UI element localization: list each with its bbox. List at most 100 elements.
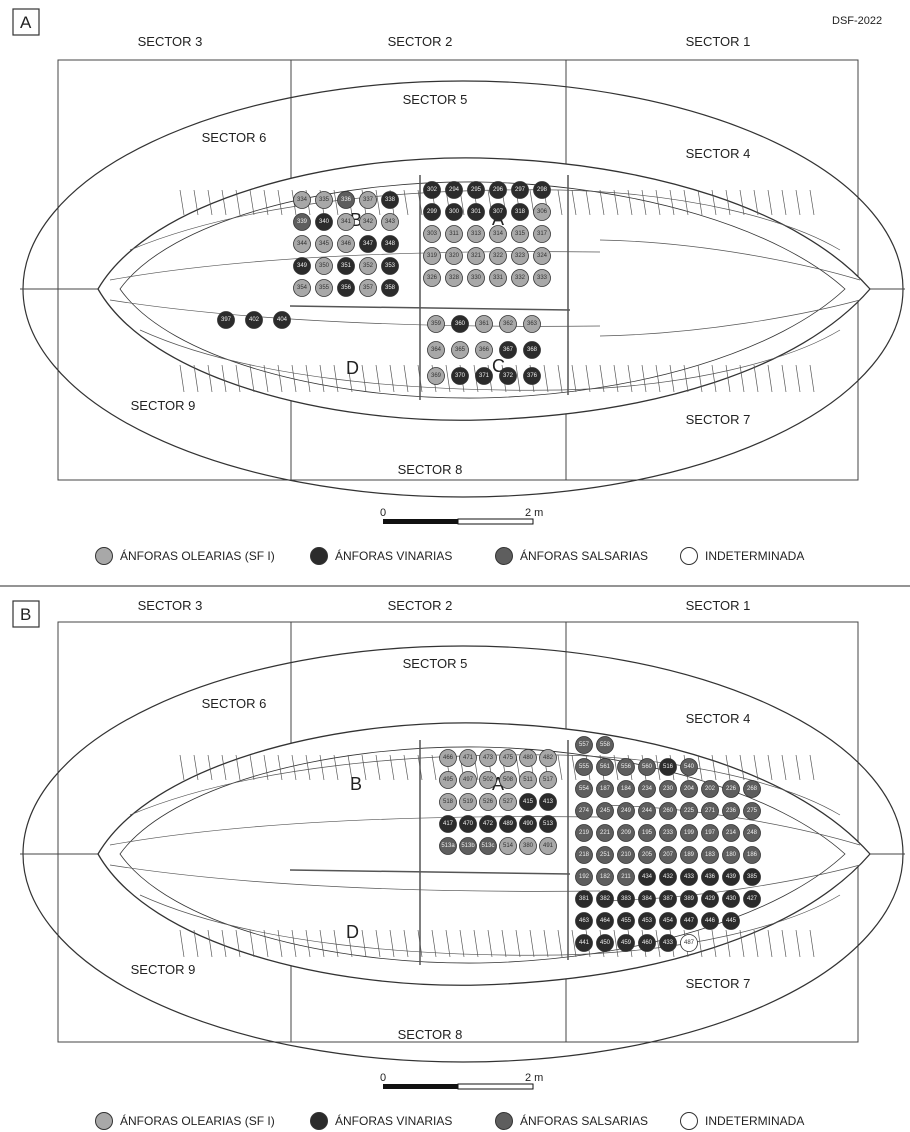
- amphora-circle: [596, 780, 614, 798]
- amphora-marker: 319: [423, 247, 441, 265]
- amphora-number: 333: [537, 275, 548, 281]
- amphora-marker: 313: [467, 225, 485, 243]
- amphora-circle: [459, 793, 477, 811]
- amphora-circle: [381, 213, 399, 231]
- frame-tick: [613, 189, 619, 216]
- amphora-circle: [359, 257, 377, 275]
- amphora-circle: [293, 213, 311, 231]
- plank-line: [139, 894, 841, 956]
- amphora-number: 472: [483, 821, 494, 827]
- amphora-marker: 560: [638, 758, 656, 776]
- frame-tick: [781, 364, 787, 393]
- legend-swatch: [95, 1112, 113, 1130]
- frame-tick: [767, 364, 773, 393]
- amphora-marker: 364: [427, 341, 445, 359]
- amphora-circle: [451, 315, 469, 333]
- amphora-marker: 561: [596, 758, 614, 776]
- amphora-number: 199: [684, 830, 695, 836]
- amphora-circle: [479, 793, 497, 811]
- amphora-number: 339: [297, 219, 308, 225]
- frame-tick: [403, 929, 409, 958]
- zone-label-d: D: [346, 358, 359, 378]
- amphora-number: 516: [663, 764, 674, 770]
- amphora-marker: 209: [617, 824, 635, 842]
- amphora-number: 214: [726, 830, 737, 836]
- frame-tick: [571, 364, 577, 393]
- amphora-number: 519: [463, 799, 474, 805]
- amphora-circle: [519, 749, 537, 767]
- amphora-circle: [722, 802, 740, 820]
- frame-tick: [711, 189, 717, 216]
- amphora-number: 433: [663, 940, 674, 946]
- amphora-number: 313: [471, 231, 482, 237]
- amphora-number: 230: [663, 786, 674, 792]
- amphora-circle: [511, 181, 529, 199]
- amphora-number: 358: [385, 285, 396, 291]
- amphora-circle: [680, 912, 698, 930]
- amphora-marker: 302: [423, 181, 441, 199]
- frame-tick: [277, 754, 283, 781]
- frame-tick: [305, 754, 311, 781]
- amphora-marker: 557: [575, 736, 593, 754]
- frame-tick: [585, 364, 591, 393]
- amphora-circle: [467, 203, 485, 221]
- amphora-circle: [273, 311, 291, 329]
- amphora-marker: 344: [293, 235, 311, 253]
- panel-b: B SECTOR 1 SECTOR 2 SECTOR 3 SECTOR 4 SE…: [12, 598, 905, 1130]
- frame-tick: [277, 364, 283, 393]
- legend-label: ÁNFORAS SALSARIAS: [520, 1113, 648, 1128]
- amphora-circle: [459, 815, 477, 833]
- frame-tick: [543, 929, 549, 958]
- amphora-marker: 527: [499, 793, 517, 811]
- amphora-number: 367: [503, 347, 514, 353]
- frame-tick: [627, 364, 633, 393]
- amphora-circle: [489, 247, 507, 265]
- legend-swatch: [495, 1112, 513, 1130]
- amphora-number: 357: [363, 285, 374, 291]
- frame-tick: [599, 189, 605, 216]
- amphora-marker: 470: [459, 815, 477, 833]
- amphora-marker: 347: [359, 235, 377, 253]
- amphora-number: 455: [621, 918, 632, 924]
- frame-tick: [207, 754, 213, 781]
- amphora-marker: 236: [722, 802, 740, 820]
- amphora-marker: 336: [337, 191, 355, 209]
- amphora-number: 271: [705, 808, 716, 814]
- amphora-circle: [638, 846, 656, 864]
- legend-label: ÁNFORAS VINARIAS: [335, 548, 452, 563]
- scale-zero: 0: [380, 1072, 386, 1084]
- amphora-number: 353: [385, 263, 396, 269]
- amphora-number: 296: [493, 187, 504, 193]
- sector-label-7: SECTOR 7: [686, 976, 751, 991]
- amphora-number: 354: [297, 285, 308, 291]
- amphora-marker: 519: [459, 793, 477, 811]
- amphora-number: 432: [663, 874, 674, 880]
- legend-item: ÁNFORAS VINARIAS: [310, 1112, 452, 1130]
- frame-tick: [501, 929, 507, 958]
- amphora-marker: 429: [701, 890, 719, 908]
- amphora-number: 470: [463, 821, 474, 827]
- amphora-number: 345: [319, 241, 330, 247]
- amphora-marker: 298: [533, 181, 551, 199]
- amphora-marker: 556: [617, 758, 635, 776]
- amphora-circle: [359, 191, 377, 209]
- amphora-marker: 415: [519, 793, 537, 811]
- amphora-number: 180: [726, 852, 737, 858]
- amphora-circle: [596, 802, 614, 820]
- amphora-circle: [533, 203, 551, 221]
- amphora-circle: [659, 824, 677, 842]
- amphora-circle: [479, 837, 497, 855]
- amphora-marker: 385: [743, 868, 761, 886]
- amphora-circle: [489, 203, 507, 221]
- amphora-number: 447: [684, 918, 695, 924]
- amphora-circle: [659, 890, 677, 908]
- amphora-circle: [659, 868, 677, 886]
- amphora-marker: 460: [638, 934, 656, 952]
- amphora-marker: 436: [701, 868, 719, 886]
- amphora-circle: [519, 837, 537, 855]
- amphora-circle: [617, 846, 635, 864]
- amphora-marker: 417: [439, 815, 457, 833]
- amphora-number: 183: [705, 852, 716, 858]
- amphora-marker: 404: [273, 311, 291, 329]
